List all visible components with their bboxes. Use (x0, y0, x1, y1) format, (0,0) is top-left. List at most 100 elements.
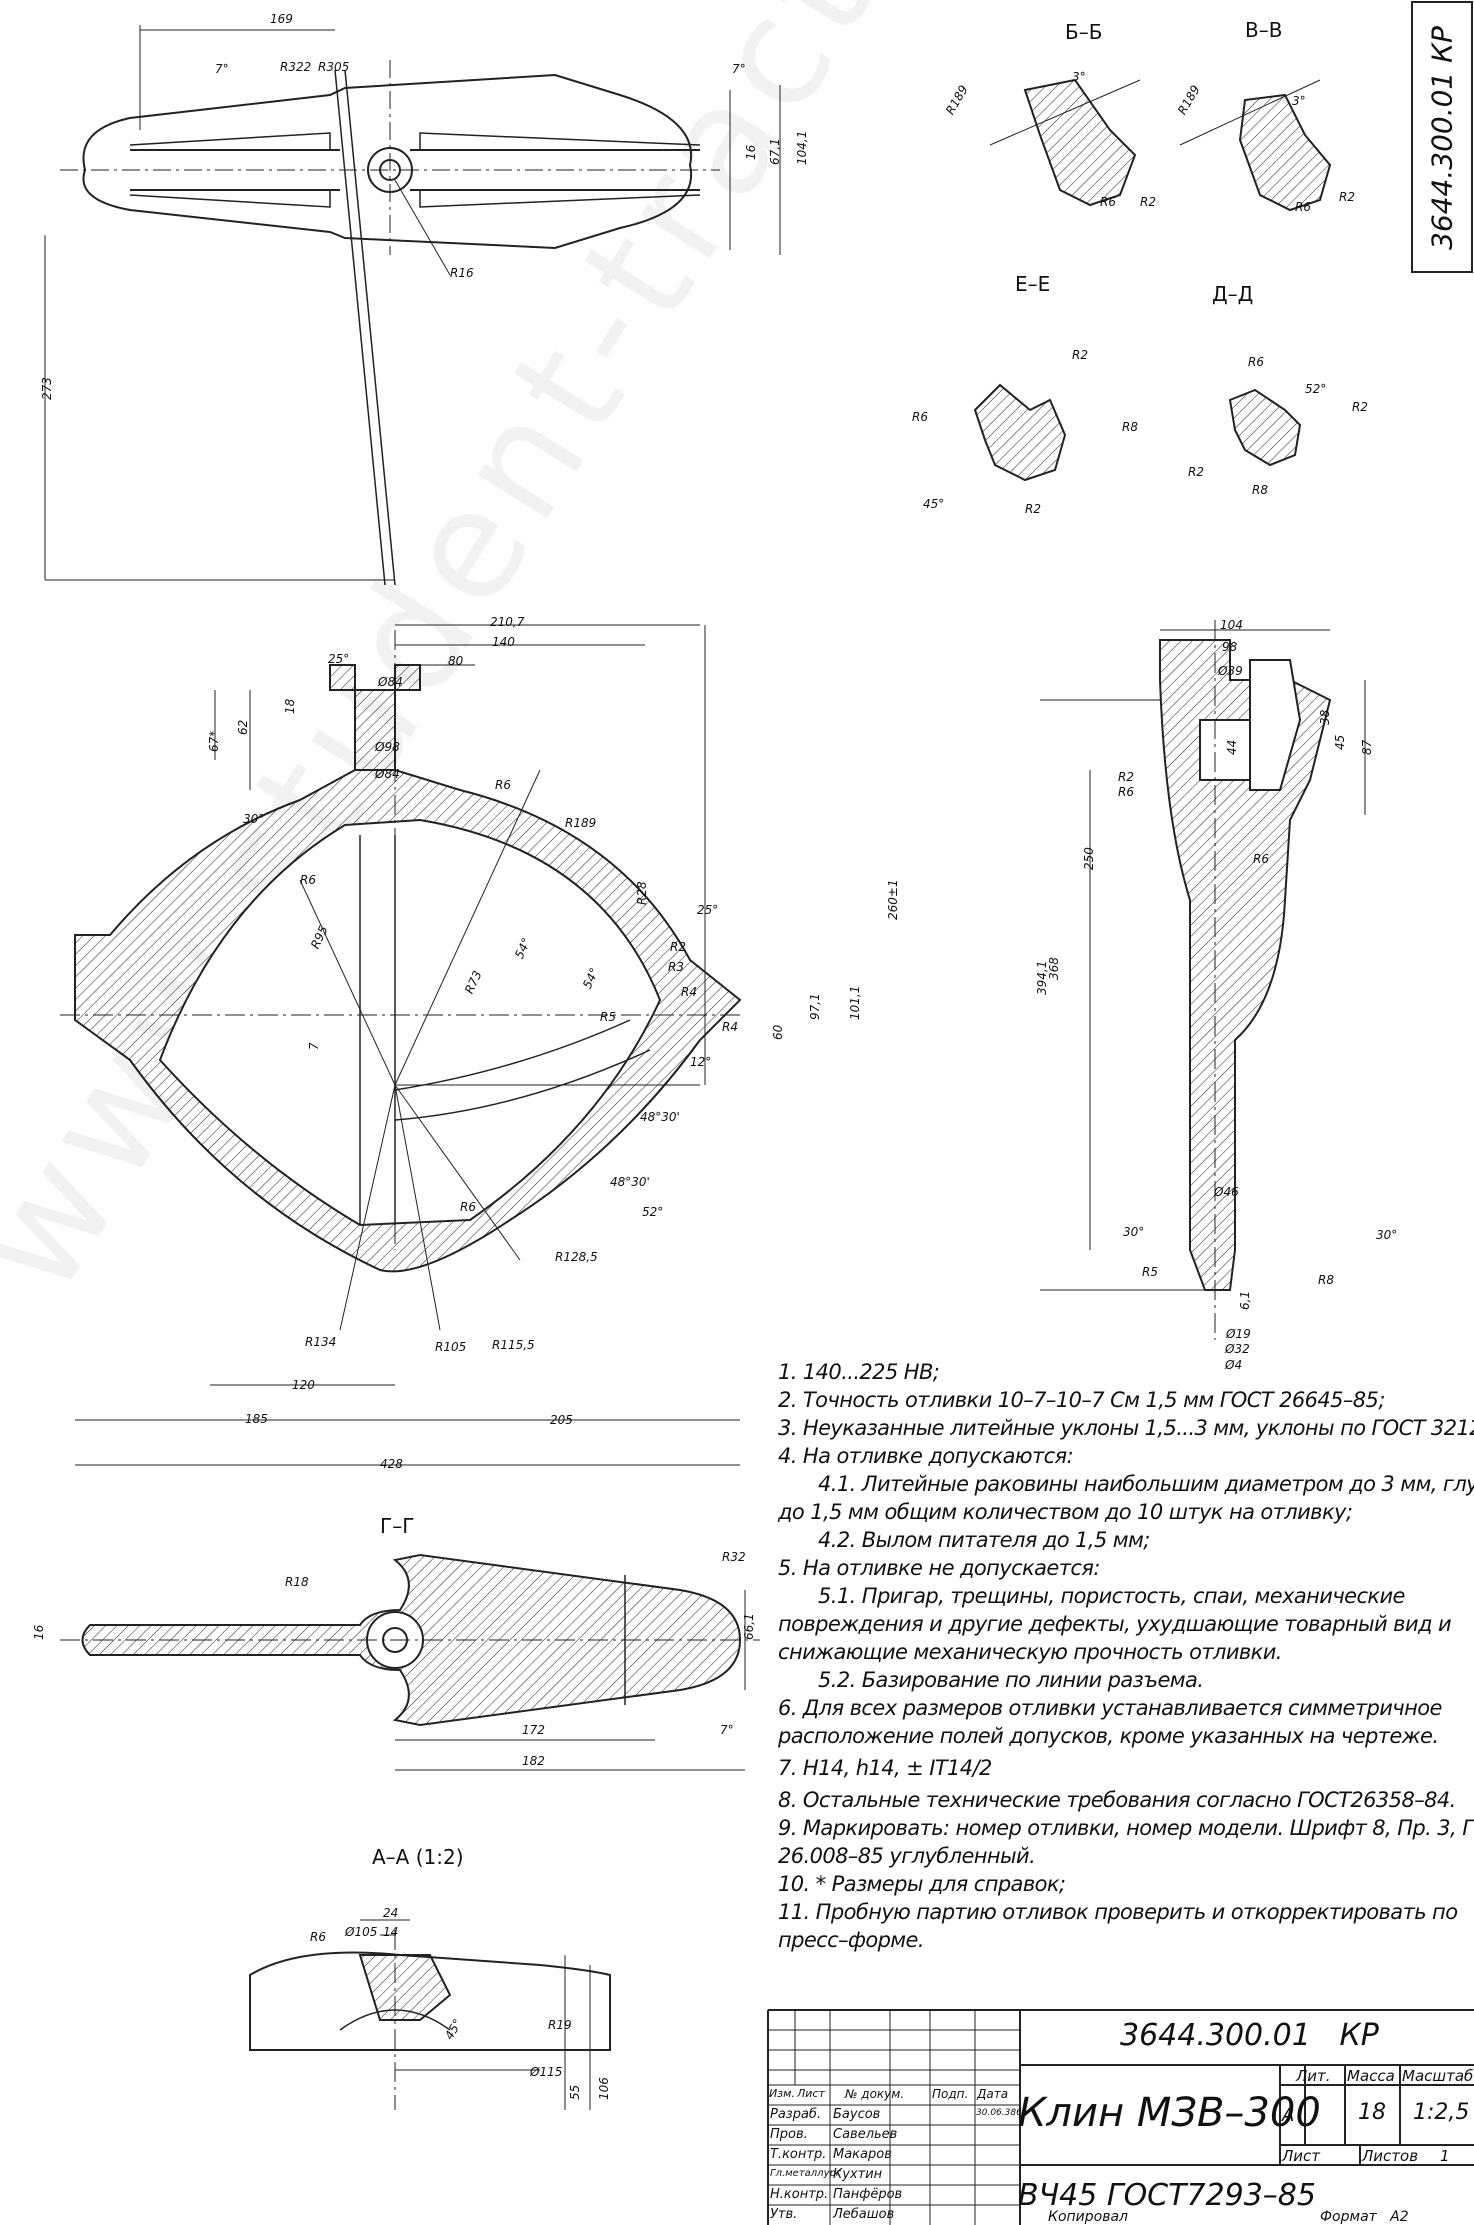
dimension-label: Ø19 (1226, 1327, 1251, 1341)
dimension-label: R6 (1295, 200, 1311, 214)
header-date: Дата (977, 2087, 1009, 2101)
dimension-label: 60 (771, 1024, 785, 1040)
dimension-label: R2 (1025, 502, 1041, 516)
dimension-label: 273 (40, 377, 54, 400)
section-vv (1179, 79, 1332, 212)
main-view (60, 624, 742, 1466)
dimension-label: 98 (1222, 640, 1238, 654)
dimension-label: 205 (550, 1413, 573, 1427)
dimension-label: R128,5 (555, 1250, 598, 1264)
section-label-ee: Е–Е (1015, 272, 1051, 296)
dimension-label: 52° (1305, 382, 1327, 396)
section-label-bb: Б–Б (1065, 20, 1103, 44)
dimension-label: Ø84 (378, 675, 403, 689)
dimension-label: 30° (243, 812, 265, 826)
scale-label: Масштаб (1402, 2067, 1474, 2085)
name-5: Лебашов (833, 2207, 895, 2222)
dimension-label: 48°30' (640, 1110, 680, 1124)
dimension-label: 25° (697, 903, 719, 917)
dimension-label: 12° (690, 1055, 712, 1069)
dimension-label: R5 (600, 1010, 616, 1024)
lit-label: Лит. (1296, 2067, 1331, 2085)
dimension-label: R2 (1352, 400, 1368, 414)
dimension-label: R115,5 (492, 1338, 535, 1352)
dimension-label: R6 (460, 1200, 476, 1214)
dimension-label: 45 (1333, 734, 1347, 750)
dimension-label: Ø46 (1214, 1185, 1239, 1199)
note-line: снижающие механическую прочность отливки… (778, 1640, 1282, 1664)
side-view (1040, 620, 1366, 1340)
dimension-label: R4 (681, 985, 697, 999)
dimension-label: 120 (292, 1378, 315, 1392)
header-sign: Подп. (932, 2087, 969, 2101)
dimension-label: 172 (522, 1723, 545, 1737)
dimension-label: R8 (1318, 1273, 1334, 1287)
role-3: Гл.металлург (770, 2168, 842, 2179)
dimension-label: 66,1 (742, 1613, 756, 1640)
note-line: 4. На отливке допускаются: (778, 1444, 1074, 1468)
dimension-label: R2 (1339, 190, 1355, 204)
dimension-label: R8 (1252, 483, 1268, 497)
dimension-label: 6,1 (1238, 1290, 1252, 1310)
section-ee (973, 383, 1067, 482)
note-line: пресс–форме. (778, 1928, 925, 1952)
dimension-label: 7° (215, 62, 229, 76)
dimension-label: R28 (635, 881, 649, 905)
dimension-label: 25° (328, 652, 350, 666)
sheets-label: Листов (1362, 2147, 1419, 2165)
dimension-label: R6 (912, 410, 928, 424)
view-aa (249, 1919, 611, 2110)
name-0: Баусов (833, 2107, 881, 2122)
section-label-dd: Д–Д (1212, 282, 1254, 306)
dimension-label: 428 (380, 1457, 403, 1471)
date-0: 30.06.386 (976, 2108, 1022, 2118)
dimension-label: Ø32 (1225, 1342, 1250, 1356)
dimension-label: R4 (722, 1020, 738, 1034)
mass-value: 18 (1358, 2100, 1386, 2125)
dimension-label: R16 (450, 266, 474, 280)
dimension-label: 30° (1123, 1225, 1145, 1239)
title-material: ВЧ45 ГОСТ7293–85 (1018, 2178, 1316, 2213)
dimension-label: R2 (670, 940, 686, 954)
dimension-label: R19 (548, 2018, 572, 2032)
dimension-label: R6 (1118, 785, 1134, 799)
dimension-label: 62 (236, 719, 250, 735)
dimension-label: 97,1 (808, 993, 822, 1020)
dimension-label: 185 (245, 1412, 268, 1426)
role-2: Т.контр. (770, 2147, 827, 2162)
technical-requirements: 1. 140...225 НВ; 2. Точность отливки 10–… (778, 1358, 1474, 1954)
section-label-aa: А–А (1:2) (372, 1845, 464, 1869)
dimension-label: 260±1 (886, 879, 900, 920)
header-izm: Изм. (769, 2087, 795, 2100)
dimension-label: R134 (305, 1335, 337, 1349)
note-line: 1. 140...225 НВ; (778, 1360, 940, 1384)
dimension-label: 67,1 (768, 138, 782, 165)
dimension-label: 3° (1292, 94, 1306, 108)
dimension-label: 55 (568, 2084, 582, 2100)
note-line: 4.2. Вылом питателя до 1,5 мм; (818, 1528, 1150, 1552)
dimension-label: 368 (1047, 957, 1061, 980)
note-line: расположение полей допусков, кроме указа… (778, 1724, 1439, 1748)
note-line: 8. Остальные технические требования согл… (778, 1788, 1456, 1812)
dimension-label: R6 (495, 778, 511, 792)
title-name: Клин МЗВ–300 (1018, 2090, 1321, 2136)
dimension-label: 7° (720, 1723, 734, 1737)
dimension-label: R305 (318, 60, 350, 74)
mass-label: Масса (1347, 2067, 1395, 2085)
dimension-label: 16 (32, 1624, 46, 1640)
name-1: Савельев (833, 2127, 898, 2142)
dimension-label: 16 (744, 144, 758, 160)
note-line: 10. * Размеры для справок; (778, 1872, 1066, 1896)
dimension-label: 87 (1360, 739, 1374, 755)
dimension-label: 210,7 (490, 615, 525, 629)
copied-label: Копировал (1048, 2209, 1128, 2225)
dimension-label: 104 (1220, 618, 1243, 632)
note-line: 9. Маркировать: номер отливки, номер мод… (778, 1816, 1474, 1840)
dimension-label: R32 (722, 1550, 746, 1564)
dimension-label: R6 (300, 873, 316, 887)
dimension-label: 30° (1376, 1228, 1398, 1242)
dimension-label: 101,1 (848, 985, 862, 1020)
dimension-label: 250 (1082, 847, 1096, 870)
dimension-label: R6 (1253, 852, 1269, 866)
doc-code-vertical: 3644.300.01 КР (1425, 26, 1459, 250)
